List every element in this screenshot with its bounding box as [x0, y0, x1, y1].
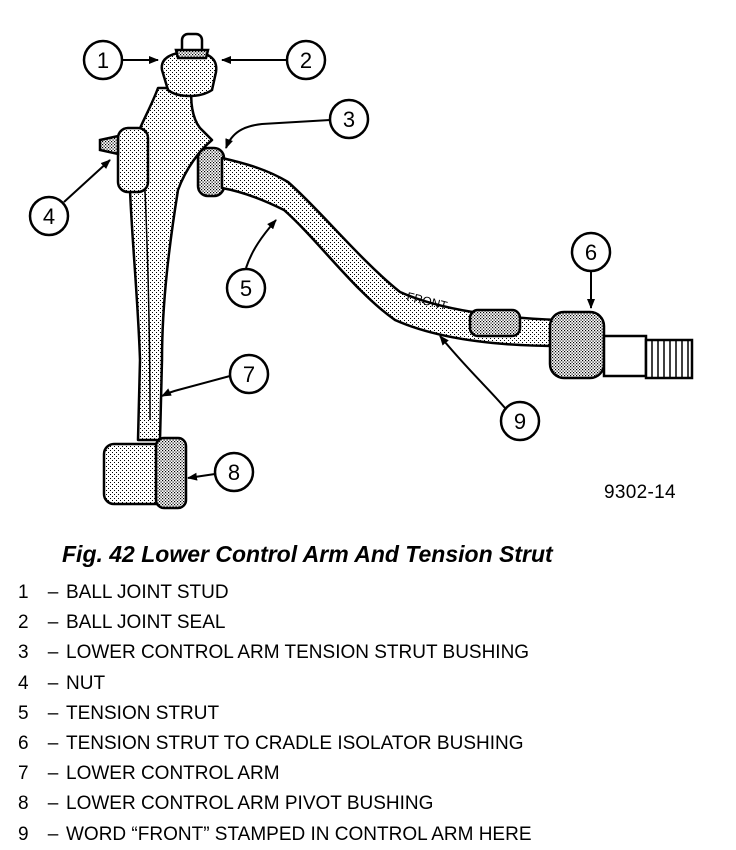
tension-strut [220, 156, 562, 348]
legend-item: 9–WORD “FRONT” STAMPED IN CONTROL ARM HE… [18, 820, 532, 850]
callout-7-label: 7 [243, 362, 255, 387]
legend-text: TENSION STRUT TO CRADLE ISOLATOR BUSHING [66, 732, 524, 754]
legend-number: 4 [18, 672, 29, 694]
legend-text: LOWER CONTROL ARM PIVOT BUSHING [66, 793, 434, 815]
legend-dash: – [47, 823, 59, 845]
control-arm-diagram: FRONT 1 2 3 4 5 6 7 8 9 [28, 32, 694, 510]
legend-number: 8 [18, 793, 29, 815]
callout-6: 6 [570, 231, 612, 309]
figure-id: 9302-14 [604, 482, 676, 503]
legend-number: 7 [18, 763, 29, 785]
callout-6-label: 6 [585, 240, 597, 265]
legend-text: LOWER CONTROL ARM [66, 763, 280, 785]
legend-dash: – [47, 672, 59, 694]
callout-9-label: 9 [514, 409, 526, 434]
legend-text: BALL JOINT SEAL [66, 612, 226, 634]
callout-8-label: 8 [228, 460, 240, 485]
legend-dash: – [47, 732, 59, 754]
legend-number: 9 [18, 823, 29, 845]
pivot-bushing [102, 436, 188, 510]
legend-number: 3 [18, 642, 29, 664]
legend-dash: – [47, 793, 59, 815]
callout-4: 4 [28, 159, 111, 237]
callout-5: 5 [225, 219, 277, 309]
callout-4-label: 4 [43, 204, 55, 229]
legend-item: 5–TENSION STRUT [18, 699, 532, 729]
legend-number: 1 [18, 582, 29, 603]
legend-item: 2–BALL JOINT SEAL [18, 608, 532, 638]
callout-1: 1 [82, 39, 159, 81]
isolator-bushing [548, 310, 694, 380]
callout-3: 3 [225, 98, 370, 149]
callout-5-label: 5 [240, 276, 252, 301]
legend-dash: – [47, 763, 59, 785]
callout-1-label: 1 [97, 48, 109, 73]
legend-item: 4–NUT [18, 669, 532, 699]
legend-item: 1–BALL JOINT STUD [18, 578, 532, 608]
legend-number: 2 [18, 612, 29, 634]
legend-text: WORD “FRONT” STAMPED IN CONTROL ARM HERE [66, 823, 532, 845]
legend-item: 6–TENSION STRUT TO CRADLE ISOLATOR BUSHI… [18, 729, 532, 759]
legend-dash: – [47, 702, 59, 724]
legend-text: BALL JOINT STUD [66, 582, 229, 603]
legend-item: 3–LOWER CONTROL ARM TENSION STRUT BUSHIN… [18, 638, 532, 668]
ball-joint [160, 32, 218, 98]
callout-2: 2 [221, 39, 327, 81]
legend-number: 5 [18, 702, 29, 724]
legend-text: TENSION STRUT [66, 702, 220, 724]
callout-8: 8 [187, 451, 255, 493]
legend-number: 6 [18, 732, 29, 754]
legend-text: LOWER CONTROL ARM TENSION STRUT BUSHING [66, 642, 530, 664]
callout-2-label: 2 [300, 48, 312, 73]
legend-text: NUT [66, 672, 106, 694]
callout-9: 9 [439, 335, 541, 442]
figure-caption: Fig. 42 Lower Control Arm And Tension St… [62, 541, 553, 567]
legend-dash: – [47, 612, 59, 634]
legend-item: 8–LOWER CONTROL ARM PIVOT BUSHING [18, 789, 532, 819]
callout-3-label: 3 [343, 107, 355, 132]
legend-dash: – [47, 642, 59, 664]
legend-dash: – [47, 582, 59, 603]
parts-legend: 1–BALL JOINT STUD 2–BALL JOINT SEAL 3–LO… [18, 578, 532, 850]
legend-item: 7–LOWER CONTROL ARM [18, 759, 532, 789]
callout-7: 7 [161, 353, 270, 397]
